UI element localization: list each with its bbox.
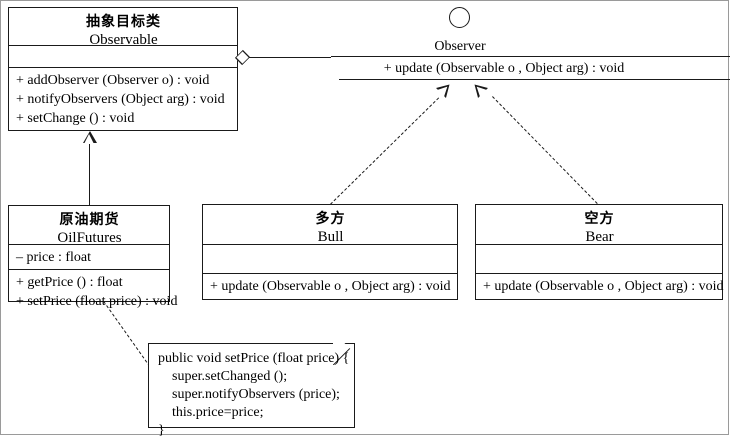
note-box-setprice-code[interactable]: public void setPrice (float price) { sup… bbox=[148, 343, 355, 436]
operation-row: + setPrice (float price) : void bbox=[16, 294, 178, 309]
operation-row: + update (Observable o , Object arg) : v… bbox=[210, 279, 451, 294]
class-name-cn-bear: 空方 bbox=[584, 211, 615, 227]
class-box-bull[interactable]: 多方 Bull + update (Observable o , Object … bbox=[202, 204, 458, 300]
realization-line-bear-observer bbox=[492, 96, 598, 204]
class-name-compartment-bear: 空方 Bear bbox=[476, 205, 722, 245]
class-name-en-oilfutures: OilFutures bbox=[57, 230, 122, 246]
class-name-cn-oilfutures: 原油期货 bbox=[59, 212, 120, 228]
arrowhead-fill bbox=[84, 133, 94, 144]
class-box-observable[interactable]: 抽象目标类 Observable + addObserver (Observer… bbox=[8, 7, 238, 131]
class-name-en-observable: Observable bbox=[89, 32, 158, 48]
class-name-cn-observable: 抽象目标类 bbox=[86, 14, 161, 30]
interface-name-divider-top bbox=[331, 56, 730, 57]
interface-operation-row: + update (Observable o , Object arg) : v… bbox=[383, 61, 625, 76]
class-name-compartment-observable: 抽象目标类 Observable bbox=[9, 8, 237, 48]
interface-operations-divider-bottom bbox=[339, 79, 730, 80]
class-name-en-bear: Bear bbox=[585, 229, 614, 245]
note-code-text: public void setPrice (float price) { sup… bbox=[158, 351, 350, 436]
operation-row: + notifyObservers (Object arg) : void bbox=[16, 92, 225, 107]
class-attributes-compartment-oilfutures: – price : float bbox=[9, 244, 169, 269]
class-name-compartment-oilfutures: 原油期货 OilFutures bbox=[9, 206, 169, 246]
interface-observer[interactable]: Observer + update (Observable o , Object… bbox=[0, 0, 730, 80]
class-attributes-compartment-bull bbox=[203, 244, 457, 273]
aggregation-line-observable-observer bbox=[249, 57, 331, 58]
class-name-compartment-bull: 多方 Bull bbox=[203, 205, 457, 245]
class-box-oilfutures[interactable]: 原油期货 OilFutures – price : float + getPri… bbox=[8, 205, 177, 309]
realization-line-bull-observer bbox=[330, 97, 440, 205]
interface-circle-icon bbox=[449, 7, 470, 28]
class-operations-compartment-bull: + update (Observable o , Object arg) : v… bbox=[203, 273, 457, 299]
class-operations-compartment-bear: + update (Observable o , Object arg) : v… bbox=[476, 273, 724, 299]
class-attributes-compartment-observable bbox=[9, 45, 237, 67]
operation-row: + getPrice () : float bbox=[16, 275, 123, 290]
class-operations-compartment-oilfutures: + getPrice () : float + setPrice (float … bbox=[9, 269, 178, 314]
class-operations-compartment-observable: + addObserver (Observer o) : void + noti… bbox=[9, 67, 237, 131]
class-name-cn-bull: 多方 bbox=[315, 211, 346, 227]
interface-name-observer: Observer bbox=[434, 39, 486, 54]
operation-row: + update (Observable o , Object arg) : v… bbox=[483, 279, 724, 294]
attribute-row: – price : float bbox=[16, 250, 92, 265]
operation-row: + addObserver (Observer o) : void bbox=[16, 73, 210, 88]
class-box-bear[interactable]: 空方 Bear + update (Observable o , Object … bbox=[475, 204, 724, 300]
operation-row: + setChange () : void bbox=[16, 111, 135, 126]
generalization-line-oilfutures-observable bbox=[89, 142, 90, 205]
class-name-en-bull: Bull bbox=[317, 229, 344, 245]
class-attributes-compartment-bear bbox=[476, 244, 722, 273]
